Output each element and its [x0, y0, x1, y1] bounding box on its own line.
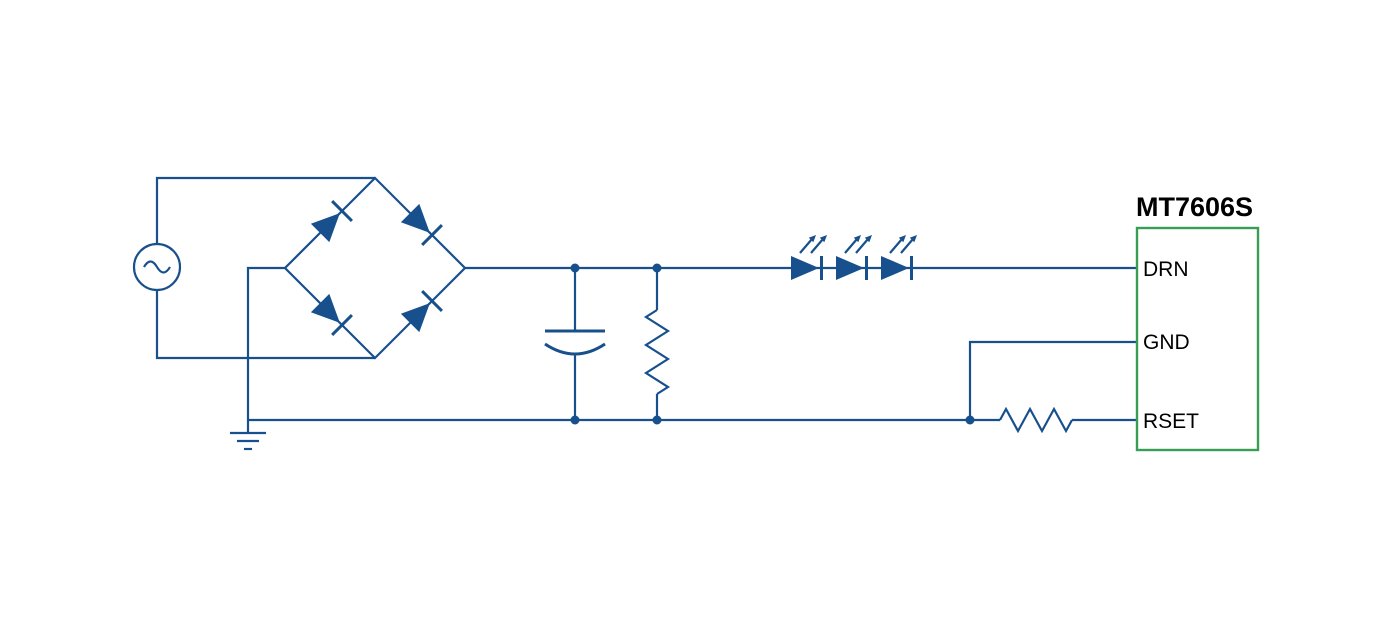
led-2	[836, 235, 872, 280]
led-emission-arrows	[844, 235, 872, 254]
ac-source-circle	[132, 242, 182, 292]
rset-zigzag	[999, 406, 1073, 434]
ac-source	[132, 242, 182, 292]
bridge-rectifier	[283, 176, 467, 360]
junction-dot	[965, 415, 975, 425]
bridge-outline	[283, 176, 467, 360]
ic-pin-label-drn: DRN	[1143, 258, 1189, 281]
led-string	[791, 235, 917, 280]
resistor-zigzag	[643, 309, 671, 395]
ground-symbol	[230, 420, 266, 451]
sine-icon	[143, 260, 171, 274]
ic-pin-label-rset: RSET	[1143, 410, 1199, 433]
capacitor	[544, 268, 606, 420]
led-emission-arrows	[889, 235, 917, 254]
led-1	[791, 235, 827, 280]
bridge-diode-bottom-right	[400, 290, 443, 333]
junction-dot	[570, 415, 580, 425]
wire-gnd-pin	[968, 340, 1137, 420]
junction-dot	[652, 263, 662, 273]
led-emission-arrows	[799, 235, 827, 254]
ic-title: MT7606S	[1136, 192, 1253, 222]
rset-resistor	[970, 406, 1137, 434]
resistor	[643, 268, 671, 420]
bridge-diode-top-right	[400, 203, 443, 246]
led-3	[881, 235, 917, 280]
wire-ac-top	[155, 176, 375, 244]
ic-body	[1135, 226, 1260, 452]
capacitor-bottom-plate	[544, 342, 606, 356]
bridge-diode-top-left	[310, 200, 353, 243]
wire-bridge-negative	[246, 266, 285, 420]
bridge-diode-bottom-left	[310, 293, 353, 336]
junction-dot	[570, 263, 580, 273]
wire-ac-bottom	[155, 290, 375, 360]
ic-mt7606s: MT7606S DRN GND RSET	[1135, 192, 1260, 452]
ic-pin-label-gnd: GND	[1143, 331, 1190, 354]
junction-dot	[652, 415, 662, 425]
